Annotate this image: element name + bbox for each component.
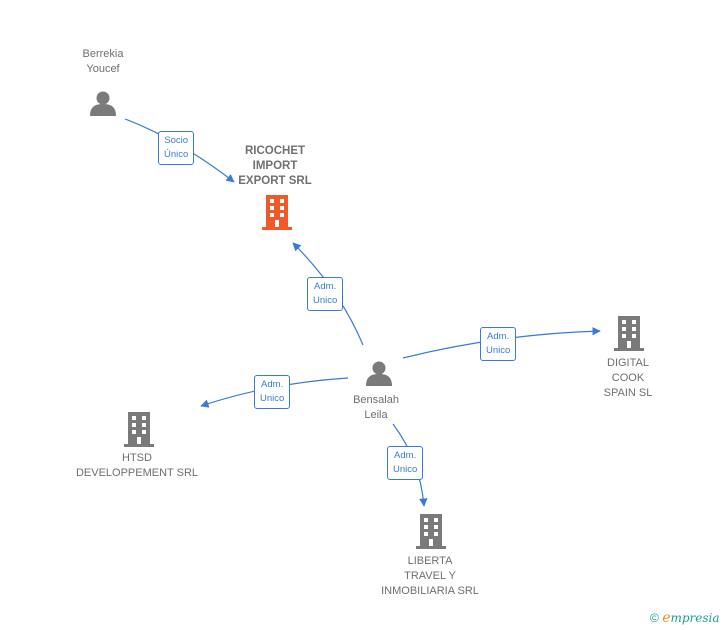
building-icon[interactable] (614, 316, 644, 351)
node-label-htsd[interactable]: HTSD DEVELOPPEMENT SRL (75, 452, 199, 479)
edge-label-adm-unico: Adm. Unico (387, 446, 424, 480)
empresia-logo[interactable]: © empresia (650, 610, 720, 626)
brand-e: e (662, 610, 671, 626)
node-label-bensalah[interactable]: Bensalah Leila (353, 394, 399, 421)
edge-label-socio-unico: Socio Único (158, 131, 195, 165)
building-icon[interactable] (416, 514, 446, 549)
node-label-berrekia[interactable]: Berrekia Youcef (82, 48, 124, 75)
node-label-liberta[interactable]: LIBERTA TRAVEL Y INMOBILIARIA SRL (381, 555, 479, 597)
person-icon[interactable] (90, 91, 116, 117)
node-label-ricochet[interactable]: RICOCHET IMPORT EXPORT SRL (238, 145, 312, 187)
edge-label-adm-unico: Adm. Unico (480, 327, 517, 361)
building-icon[interactable] (262, 195, 292, 230)
building-icon[interactable] (124, 412, 154, 447)
copyright-symbol: © (650, 611, 659, 625)
node-label-digital[interactable]: DIGITAL COOK SPAIN SL (603, 357, 653, 399)
edge-label-adm-unico: Adm. Unico (254, 375, 291, 409)
edge-label-adm-unico: Adm. Unico (307, 277, 344, 311)
person-icon[interactable] (366, 361, 392, 387)
brand-rest: mpresia (670, 611, 720, 625)
